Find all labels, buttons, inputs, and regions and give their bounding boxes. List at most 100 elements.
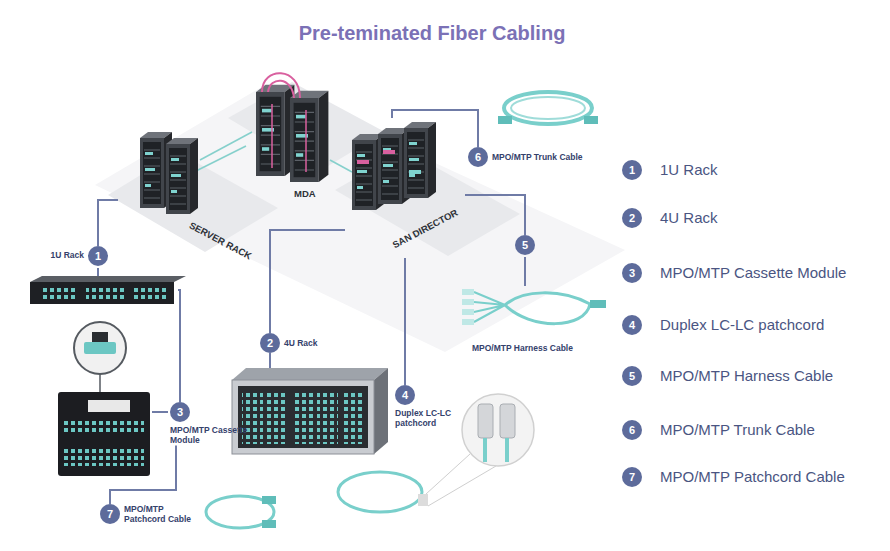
- callout: 5: [515, 235, 535, 255]
- san-rack-figure-part: [357, 160, 369, 164]
- four-u-rack-figure-part: [342, 390, 363, 444]
- duplex-patchcord-figure-part: [500, 404, 515, 438]
- harness-cable-figure-part: [462, 299, 474, 305]
- cassette-module-figure-part: [58, 392, 150, 476]
- mda-rack-figure-part: [262, 73, 300, 98]
- legend-text: MPO/MTP Patchcord Cable: [660, 468, 845, 486]
- callout: 1 1U Rack: [28, 246, 178, 306]
- area-label: MDA: [294, 188, 316, 199]
- patchcord-figure-part: [262, 520, 276, 528]
- san-rack-figure: [352, 122, 436, 210]
- four-u-rack-figure-part: [317, 390, 338, 444]
- part-label: 1U Rack: [50, 250, 84, 260]
- callout: 3MPO/MTP Cassette Module: [170, 402, 250, 445]
- four-u-rack-figure-part: [374, 368, 388, 454]
- one-u-rack-figure-part: [132, 287, 166, 299]
- callout-number: 1: [88, 246, 108, 266]
- duplex-patchcord-figure-part: [462, 394, 534, 466]
- callout: 4Duplex LC-LC patchcord: [395, 385, 469, 428]
- mda-rack-figure-part: [268, 81, 294, 98]
- harness-cable-figure-part: [462, 309, 474, 315]
- callout-number: 6: [468, 147, 488, 167]
- cassette-module-figure-part: [84, 342, 116, 354]
- duplex-patchcord-figure-part: [478, 404, 493, 438]
- harness-cable-figure: [462, 257, 606, 325]
- legend-number: 7: [622, 467, 642, 487]
- legend-number: 1: [622, 160, 642, 180]
- server-rack-figure: [140, 132, 198, 214]
- duplex-patchcord-figure: [338, 394, 534, 512]
- legend-text: 4U Rack: [660, 209, 718, 227]
- rack-area: SAN DIRECTOR: [345, 118, 465, 258]
- legend-text: MPO/MTP Cassette Module: [660, 264, 846, 282]
- san-rack-figure-part: [404, 122, 436, 198]
- part-label: MPO/MTP Trunk Cable: [492, 152, 583, 162]
- callout-number: 2: [260, 333, 280, 353]
- floor: [95, 82, 625, 352]
- legend-text: Duplex LC-LC patchcord: [660, 316, 824, 334]
- one-u-rack-figure-part: [30, 282, 174, 304]
- legend-text: 1U Rack: [660, 161, 718, 179]
- duplex-patchcord-figure-part: [426, 454, 470, 494]
- one-u-rack-figure-part: [97, 268, 99, 276]
- callout: 2 4U Rack: [260, 333, 318, 353]
- leader-line: [178, 290, 180, 402]
- mda-rack-figure: [256, 73, 328, 182]
- legend-text: MPO/MTP Trunk Cable: [660, 421, 815, 439]
- four-u-rack-figure-part: [267, 390, 288, 444]
- leader-line: [392, 110, 478, 147]
- four-u-rack-figure-part: [242, 390, 263, 444]
- cassette-module-figure: [58, 322, 168, 476]
- harness-cable-figure-part: [524, 257, 526, 286]
- one-u-rack-figure-part: [40, 287, 78, 299]
- trunk-cable-figure-part: [498, 116, 512, 124]
- four-u-rack-figure-part: [232, 380, 374, 454]
- area-label: SERVER RACK: [187, 219, 253, 261]
- duplex-patchcord-figure-part: [418, 494, 428, 506]
- callout-number: 7: [100, 504, 120, 524]
- legend-number: 6: [622, 420, 642, 440]
- patchcord-figure-part: [262, 496, 276, 504]
- duplex-patchcord-figure-part: [338, 472, 422, 512]
- part-label: 4U Rack: [284, 338, 318, 348]
- one-u-rack-figure-part: [86, 287, 124, 299]
- cassette-module-figure-part: [99, 374, 101, 392]
- mda-rack-figure-part: [290, 91, 328, 182]
- part-label: MPO/MTP Harness Cable: [472, 343, 573, 353]
- one-u-rack-figure-part: [30, 276, 186, 282]
- leader-line: [404, 258, 406, 385]
- floor-cable-part: [200, 132, 252, 160]
- legend-text: MPO/MTP Harness Cable: [660, 367, 833, 385]
- san-rack-figure-part: [383, 150, 395, 154]
- trunk-cable-figure-part: [584, 116, 598, 124]
- four-u-rack-figure-part: [232, 368, 388, 380]
- cassette-module-figure-part: [64, 420, 144, 434]
- rack-area: MDA: [242, 78, 334, 202]
- callout: 7MPO/MTP Patchcord Cable: [100, 504, 204, 524]
- callout-number: 5: [515, 235, 535, 255]
- area-label: SAN DIRECTOR: [391, 206, 460, 250]
- legend-number: 2: [622, 208, 642, 228]
- part-label: MPO/MTP Patchcord Cable: [124, 504, 204, 524]
- cassette-module-figure-part: [64, 446, 144, 466]
- leader-line: [98, 200, 118, 246]
- cassette-module-figure-part: [152, 411, 168, 413]
- one-u-rack-figure: [30, 268, 186, 304]
- cassette-module-figure-part: [88, 400, 130, 412]
- harness-cable-figure-part: [590, 300, 606, 308]
- rack-area: SERVER RACK: [118, 128, 260, 268]
- four-u-rack-figure-part: [292, 390, 313, 444]
- callout-number: 3: [170, 402, 190, 422]
- callout-number: 4: [395, 385, 415, 405]
- duplex-patchcord-figure-part: [428, 466, 496, 506]
- diagram-title: Pre-teminated Fiber Cabling: [0, 22, 864, 45]
- cassette-module-figure-part: [92, 332, 108, 342]
- callout: 6 MPO/MTP Trunk Cable: [468, 147, 583, 167]
- leader-line: [270, 230, 345, 333]
- floor-cable-part: [330, 160, 352, 172]
- legend-number: 5: [622, 366, 642, 386]
- harness-cable-figure-part: [462, 319, 474, 325]
- part-label: Duplex LC-LC patchcord: [395, 408, 469, 428]
